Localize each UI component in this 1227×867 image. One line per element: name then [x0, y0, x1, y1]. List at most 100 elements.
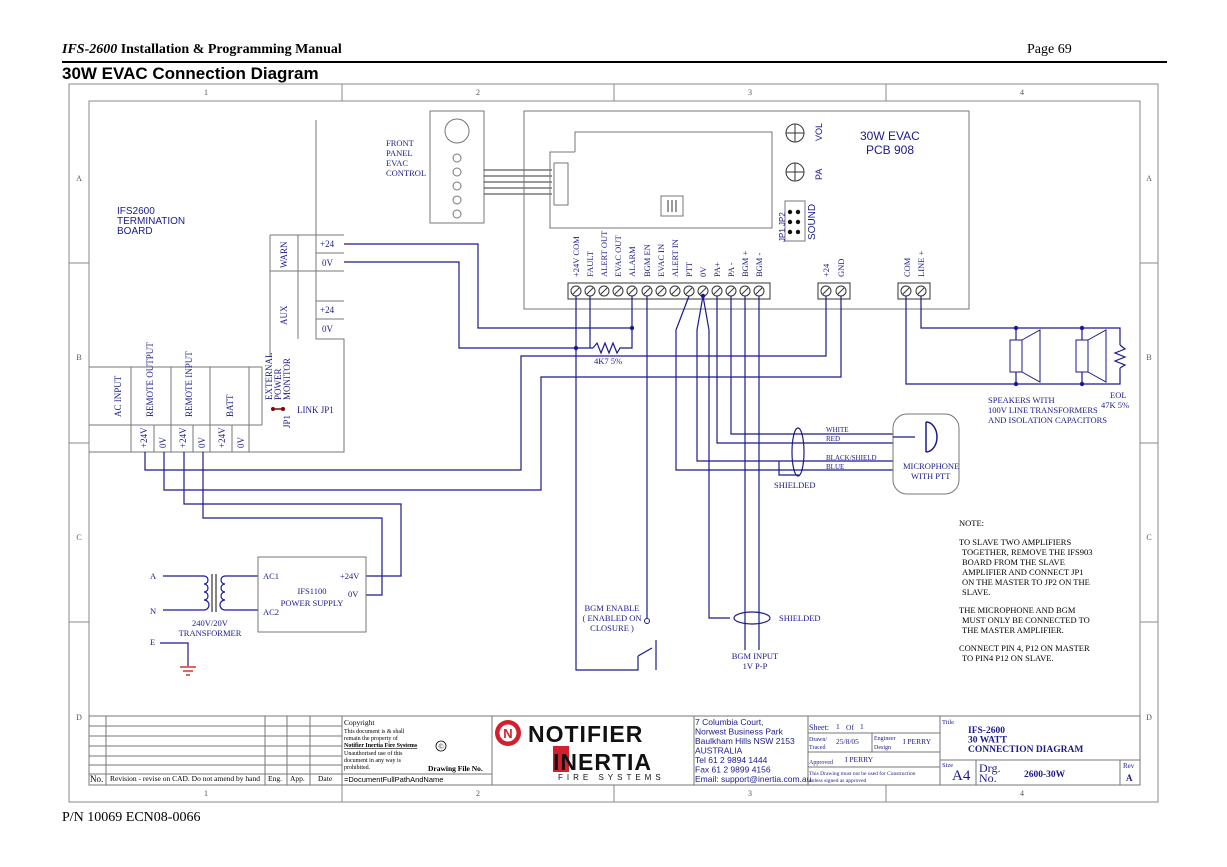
svg-text:Sheet:: Sheet: — [809, 723, 829, 732]
term-label-alarm: ALARM — [627, 246, 637, 277]
notes-body: TO SLAVE TWO AMPLIFIERS TOGETHER, REMOVE… — [959, 537, 1095, 663]
label-e: E — [150, 637, 155, 647]
ext-power-line-3: MONITOR — [282, 358, 292, 400]
term-remote-out-0v: 0V — [158, 437, 168, 449]
inertia-logo: INERTIA FIRE SYSTEMS — [553, 746, 665, 782]
svg-text:MONITOR: MONITOR — [282, 358, 292, 400]
svg-text:This Drawing must not be used: This Drawing must not be used for Constr… — [809, 770, 916, 777]
term-label-bgm-minus: BGM - — [754, 253, 764, 277]
svg-text:N: N — [503, 726, 512, 741]
title-block-frame — [88, 715, 1141, 786]
resistor-label: 4K7 5% — [594, 356, 622, 366]
svg-text:Drawn/: Drawn/ — [809, 737, 827, 743]
svg-text:I PERRY: I PERRY — [903, 737, 932, 746]
term-label-evac-out: EVAC OUT — [613, 235, 623, 277]
term-label-plus24: +24 — [821, 263, 831, 277]
grid-col-1-top: 1 — [204, 88, 208, 97]
term-label-bgm-plus: BGM + — [740, 251, 750, 277]
term-label-24v-com: +24V COM — [571, 236, 581, 277]
remote-output-label: REMOTE OUTPUT — [145, 342, 155, 417]
svg-text:Title: Title — [942, 719, 954, 726]
microphone-icon — [893, 421, 938, 453]
ac-input-label: AC INPUT — [113, 375, 123, 417]
svg-text:unless signed as approved: unless signed as approved — [809, 778, 867, 784]
term-label-alert-out: ALERT OUT — [599, 230, 609, 277]
term-label-com: COM — [902, 257, 912, 277]
grid-row-a-left: A — [76, 174, 82, 183]
grid-row-c-left: C — [76, 533, 81, 542]
speaker-icon-2 — [1075, 329, 1107, 383]
svg-text:Approved: Approved — [809, 760, 833, 766]
svg-text:RED: RED — [826, 435, 840, 443]
term-board-line-2: TERMINATION — [117, 216, 185, 227]
speaker-icon-1 — [1009, 329, 1041, 383]
label-psu-0v: 0V — [348, 589, 359, 599]
jp1-label: JP1 — [282, 415, 292, 428]
sound-label: SOUND — [807, 204, 818, 240]
document-path: =DocumentFullPathAndName — [344, 775, 443, 784]
svg-text:Traced: Traced — [809, 745, 825, 751]
svg-text:Size: Size — [942, 762, 953, 769]
aux-0v: 0V — [322, 324, 334, 334]
svg-text:2600-30W: 2600-30W — [1024, 770, 1066, 780]
label-a: A — [150, 571, 157, 581]
svg-text:A4: A4 — [952, 768, 971, 784]
pcb-details — [667, 123, 805, 212]
eol-resistor-icon — [1113, 344, 1127, 369]
part-number-footer: P/N 10069 ECN08-0066 — [62, 810, 201, 825]
term-label-pa-plus: PA+ — [712, 262, 722, 277]
aux-plus24: +24 — [320, 305, 335, 315]
aux-label: AUX — [279, 305, 289, 325]
svg-text:A: A — [1126, 773, 1133, 783]
power-supply-labels: A N E AC1 AC2 +24V 0V — [150, 571, 360, 647]
front-panel-evac-control — [429, 110, 485, 224]
svg-text:Rev: Rev — [1123, 762, 1135, 770]
pcb-terminal-labels: +24V COM FAULT ALERT OUT EVAC OUT ALARM … — [571, 230, 926, 277]
header-rule — [62, 61, 1167, 63]
vol-label: VOL — [814, 123, 824, 141]
term-label-0v: 0V — [698, 266, 708, 277]
term-label-evac-in: EVAC IN — [656, 244, 666, 277]
svg-text:Of: Of — [846, 723, 854, 732]
power-supply-box — [257, 556, 367, 633]
grid-row-a-right: A — [1146, 174, 1152, 183]
term-board-line-3: BOARD — [117, 226, 153, 237]
page-number: Page 69 — [1027, 42, 1072, 57]
terminal-screw-slots — [572, 287, 925, 295]
grid-col-1-bottom: 1 — [204, 789, 208, 798]
grid-row-c-right: C — [1146, 533, 1151, 542]
grid-row-d-left: D — [76, 713, 82, 722]
grid-col-3-bottom: 3 — [748, 789, 752, 798]
svg-text:EXTERNAL: EXTERNAL — [264, 353, 274, 401]
drawing-file-no-label: Drawing File No. — [428, 764, 483, 773]
diagram-title: 30W EVAC Connection Diagram — [62, 64, 319, 83]
bgm-shielded-label: SHIELDED — [779, 613, 821, 623]
term-label-gnd: GND — [836, 259, 846, 277]
term-remote-in-0v: 0V — [197, 437, 207, 449]
svg-text:WHITE: WHITE — [826, 426, 849, 434]
grid-col-2-top: 2 — [476, 88, 480, 97]
svg-text:FIRE SYSTEMS: FIRE SYSTEMS — [558, 773, 665, 782]
grid-row-b-left: B — [76, 353, 81, 362]
shield-ellipses — [733, 427, 805, 625]
mic-wire-labels: WHITE RED BLACK/SHIELD BLUE — [826, 426, 877, 471]
company-address: 7 Columbia Court, Norwest Business Park … — [695, 717, 812, 784]
term-board-line-1: IFS2600 — [117, 206, 155, 217]
manual-title: IFS-2600 Installation & Programming Manu… — [62, 42, 342, 57]
svg-text:NOTIFIER: NOTIFIER — [528, 721, 643, 747]
svg-text:I PERRY: I PERRY — [845, 755, 874, 764]
term-label-line-plus: LINE + — [916, 251, 926, 277]
svg-text:Engineer: Engineer — [874, 736, 896, 742]
label-n: N — [150, 606, 156, 616]
